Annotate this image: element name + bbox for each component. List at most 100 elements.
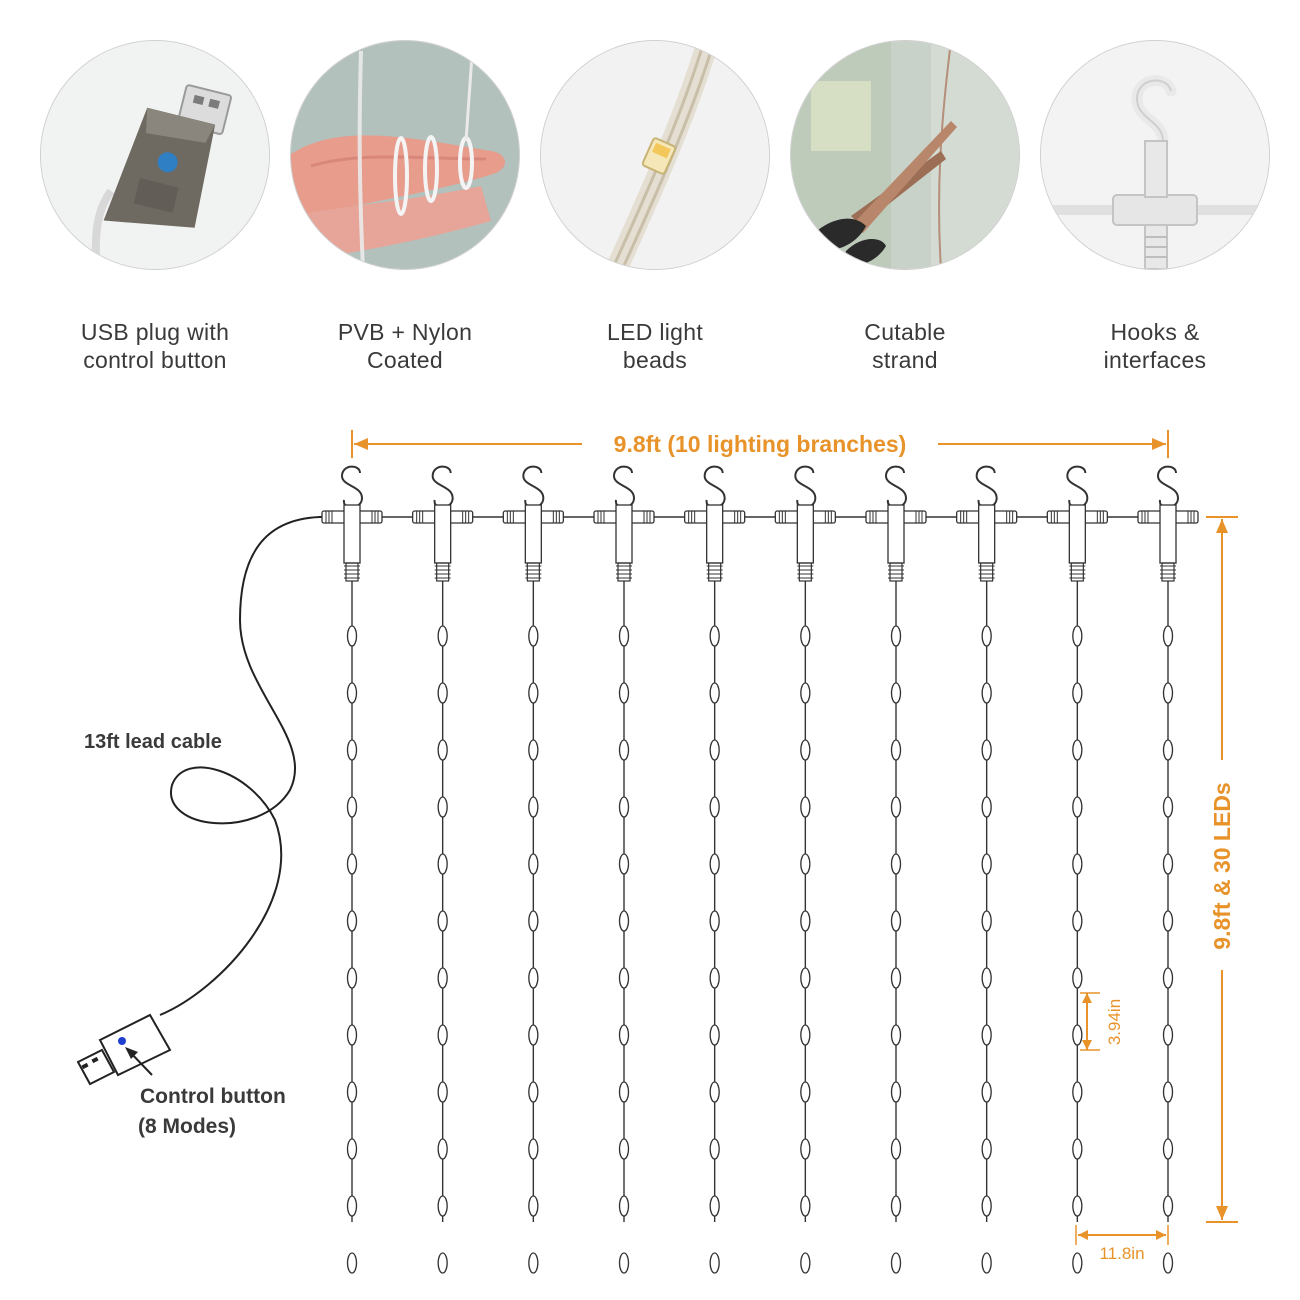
led-bead bbox=[1162, 1195, 1174, 1217]
led-bead bbox=[1162, 1081, 1174, 1103]
arrow-down-icon bbox=[1082, 1040, 1092, 1050]
caption-line: LED light bbox=[606, 319, 704, 345]
led-bead bbox=[890, 739, 902, 761]
led-bead bbox=[346, 1195, 358, 1217]
led-bead bbox=[1162, 910, 1174, 932]
led-bead bbox=[528, 1195, 539, 1217]
led-bead bbox=[437, 1195, 448, 1217]
hook-interface-icon bbox=[1041, 41, 1269, 269]
led-bead bbox=[890, 1081, 902, 1103]
coated-wire-icon bbox=[291, 41, 519, 269]
led-bead bbox=[346, 796, 358, 818]
led-bead bbox=[618, 796, 630, 818]
caption-line: USB plug with bbox=[80, 319, 230, 345]
usb-plug-photo bbox=[40, 40, 270, 270]
led-bead bbox=[346, 1081, 358, 1103]
led-bead bbox=[1072, 625, 1083, 647]
led-bead bbox=[709, 910, 720, 932]
led-bead bbox=[800, 796, 811, 818]
led-bead bbox=[346, 853, 358, 875]
width-label: 9.8ft (10 lighting branches) bbox=[614, 431, 907, 457]
led-bead bbox=[346, 625, 358, 647]
gap-label: 11.8in bbox=[1099, 1244, 1144, 1263]
led-bead bbox=[709, 1252, 720, 1274]
arrow-right-icon bbox=[1152, 438, 1166, 450]
led-bead bbox=[1162, 796, 1174, 818]
led-bead bbox=[890, 967, 902, 989]
led-bead bbox=[346, 1024, 358, 1046]
led-bead bbox=[618, 625, 630, 647]
led-bead bbox=[528, 1081, 539, 1103]
usb-plug-icon bbox=[41, 41, 269, 269]
branch bbox=[684, 465, 746, 1274]
caption-line: PVB + Nylon bbox=[337, 319, 473, 345]
feature-usb-plug: USB plug with control button bbox=[40, 40, 270, 374]
led-bead bbox=[437, 1024, 448, 1046]
hook-icon bbox=[703, 465, 726, 509]
led-bead bbox=[1072, 1195, 1083, 1217]
led-bead bbox=[800, 739, 811, 761]
led-bead bbox=[890, 1252, 902, 1274]
lighting-branches bbox=[321, 465, 1199, 1274]
led-bead bbox=[800, 967, 811, 989]
led-bead bbox=[709, 967, 720, 989]
branch bbox=[321, 465, 383, 1274]
led-bead bbox=[981, 1252, 992, 1274]
led-bead bbox=[890, 682, 902, 704]
connector-stem bbox=[1068, 504, 1086, 564]
led-bead bbox=[981, 910, 992, 932]
scissors-icon bbox=[791, 41, 1019, 269]
pointer-arrow-icon bbox=[125, 1047, 138, 1059]
arrow-up-icon bbox=[1082, 993, 1092, 1003]
caption-line: Coated bbox=[367, 347, 443, 373]
led-bead bbox=[437, 853, 448, 875]
led-bead bbox=[528, 682, 539, 704]
led-bead bbox=[800, 1024, 811, 1046]
led-bead bbox=[618, 967, 630, 989]
led-bead bbox=[709, 1195, 720, 1217]
led-bead bbox=[800, 853, 811, 875]
led-bead bbox=[618, 1024, 630, 1046]
led-bead bbox=[437, 1081, 448, 1103]
led-bead bbox=[709, 796, 720, 818]
arrow-down-icon bbox=[1216, 1206, 1228, 1220]
lead-cable bbox=[159, 515, 331, 1016]
hook-icon bbox=[1156, 465, 1180, 509]
led-bead bbox=[437, 967, 448, 989]
led-bead bbox=[346, 967, 358, 989]
feature-cutable: Cutable strand bbox=[790, 40, 1020, 374]
led-bead bbox=[890, 1138, 902, 1160]
connector-stem bbox=[1159, 504, 1177, 564]
led-bead bbox=[1072, 853, 1083, 875]
led-bead bbox=[346, 1252, 358, 1274]
led-bead bbox=[709, 1081, 720, 1103]
led-bead bbox=[528, 910, 539, 932]
hook-icon bbox=[522, 465, 545, 509]
feature-caption-usb: USB plug with control button bbox=[40, 318, 270, 374]
connector-stem bbox=[615, 504, 633, 564]
led-bead bbox=[618, 1138, 630, 1160]
led-bead bbox=[800, 1195, 811, 1217]
led-bead bbox=[981, 739, 992, 761]
led-bead bbox=[709, 739, 720, 761]
led-bead bbox=[437, 1138, 448, 1160]
led-bead bbox=[981, 1138, 992, 1160]
branch bbox=[1046, 465, 1108, 1274]
led-bead bbox=[1162, 853, 1174, 875]
led-bead bbox=[709, 853, 720, 875]
led-bead bbox=[528, 967, 539, 989]
led-bead bbox=[1072, 1138, 1083, 1160]
hook-icon bbox=[975, 465, 998, 509]
led-bead bbox=[618, 853, 630, 875]
caption-line: control button bbox=[83, 347, 227, 373]
hook-icon bbox=[340, 465, 364, 509]
led-bead bbox=[1162, 1252, 1174, 1274]
feature-led-bead: LED light beads bbox=[540, 40, 770, 374]
connector-stem bbox=[706, 504, 724, 564]
led-bead bbox=[981, 625, 992, 647]
branch bbox=[412, 465, 474, 1274]
led-bead bbox=[890, 910, 902, 932]
led-bead bbox=[709, 625, 720, 647]
led-bead bbox=[800, 1252, 811, 1274]
